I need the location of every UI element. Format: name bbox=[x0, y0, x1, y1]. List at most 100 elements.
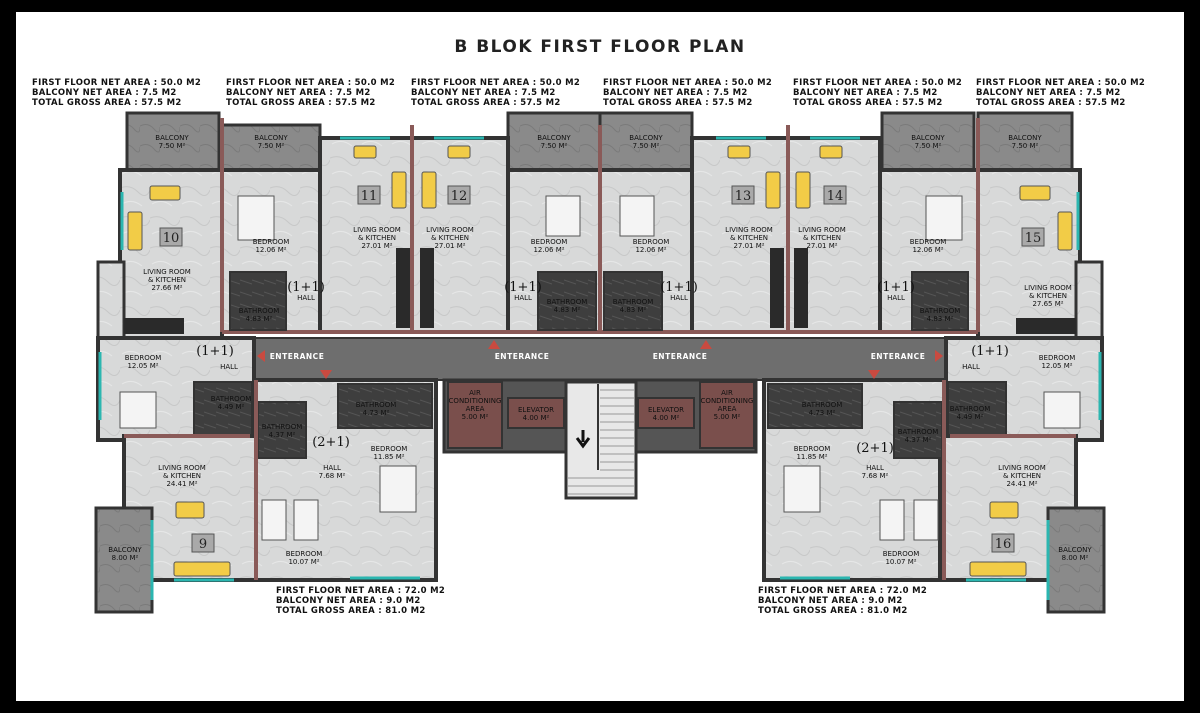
room-label: BALCONY bbox=[1008, 134, 1042, 142]
sofa bbox=[127, 211, 143, 251]
room-label: 11.85 M² bbox=[796, 453, 827, 461]
room-label: BALCONY bbox=[108, 546, 142, 554]
room-label: & KITCHEN bbox=[148, 276, 186, 284]
stair-shape bbox=[564, 380, 638, 500]
balcony-shape bbox=[125, 111, 221, 175]
unit-number: 11 bbox=[361, 189, 378, 204]
unit-type: (2+1) bbox=[312, 435, 350, 450]
area-info-line: FIRST FLOOR NET AREA : 72.0 M2 bbox=[758, 586, 927, 596]
bed bbox=[293, 499, 319, 541]
room-label: & KITCHEN bbox=[358, 234, 396, 242]
bed bbox=[879, 499, 905, 541]
room-label: 7.50 M² bbox=[541, 142, 568, 150]
unit-number: 10 bbox=[163, 231, 180, 246]
area-info-line: TOTAL GROSS AREA : 57.5 M2 bbox=[793, 98, 943, 108]
bed bbox=[1043, 391, 1081, 429]
bed bbox=[619, 195, 655, 237]
unit-number: 15 bbox=[1025, 231, 1042, 246]
room-label: AREA bbox=[466, 405, 485, 413]
room-label: 27.01 M² bbox=[361, 242, 392, 250]
room-label: BATHROOM bbox=[262, 423, 303, 431]
room-label: LIVING ROOM bbox=[1024, 284, 1072, 292]
area-info-line: FIRST FLOOR NET AREA : 50.0 M2 bbox=[976, 78, 1145, 88]
sofa bbox=[765, 171, 781, 209]
room-label: BEDROOM bbox=[125, 354, 162, 362]
room-label: 8.00 M² bbox=[1062, 554, 1089, 562]
unit-number-box bbox=[357, 185, 381, 205]
area-info-line: BALCONY NET AREA : 7.5 M2 bbox=[32, 88, 177, 98]
unit-shape bbox=[318, 136, 414, 334]
unit-number: 12 bbox=[451, 189, 468, 204]
unit-type: (1+1) bbox=[504, 280, 542, 295]
hall-label: HALL bbox=[514, 294, 532, 302]
unit-type: (1+1) bbox=[196, 344, 234, 359]
room-label: & KITCHEN bbox=[163, 472, 201, 480]
room-label: ELEVATOR bbox=[648, 406, 684, 414]
room-label: & KITCHEN bbox=[1029, 292, 1067, 300]
room-label: BEDROOM bbox=[794, 445, 831, 453]
bathroom-shape bbox=[603, 271, 663, 331]
area-info-line: TOTAL GROSS AREA : 57.5 M2 bbox=[976, 98, 1126, 108]
unit-number-box bbox=[1021, 227, 1045, 247]
room-label: 4.83 M² bbox=[620, 306, 647, 314]
unit-shape bbox=[96, 260, 126, 344]
room-label: BEDROOM bbox=[910, 238, 947, 246]
area-info-line: BALCONY NET AREA : 7.5 M2 bbox=[976, 88, 1121, 98]
room-label: 7.68 M² bbox=[319, 472, 346, 480]
room-label: 24.41 M² bbox=[1006, 480, 1037, 488]
entrance-arrow-icon bbox=[935, 350, 943, 362]
room-label: 4.00 M² bbox=[653, 414, 680, 422]
kitchen-counter bbox=[1016, 318, 1076, 334]
room-label: BATHROOM bbox=[613, 298, 654, 306]
sofa bbox=[175, 501, 205, 519]
bed bbox=[783, 465, 821, 513]
room-label: AIR bbox=[469, 389, 481, 397]
corridor-shape bbox=[251, 337, 949, 381]
entrance-arrow-icon bbox=[700, 340, 712, 349]
room-label: 4.83 M² bbox=[927, 315, 954, 323]
room-label: 27.66 M² bbox=[151, 284, 182, 292]
sofa bbox=[819, 145, 843, 159]
bed bbox=[379, 465, 417, 513]
sofa bbox=[727, 145, 751, 159]
sofa bbox=[391, 171, 407, 209]
hall-label: HALL bbox=[220, 363, 238, 371]
room-label: 12.06 M² bbox=[635, 246, 666, 254]
area-info-line: BALCONY NET AREA : 7.5 M2 bbox=[226, 88, 371, 98]
area-info-line: TOTAL GROSS AREA : 57.5 M2 bbox=[411, 98, 561, 108]
room-label: BALCONY bbox=[254, 134, 288, 142]
hall-label: HALL bbox=[962, 363, 980, 371]
unit-type: (1+1) bbox=[660, 280, 698, 295]
hall-label: HALL bbox=[297, 294, 315, 302]
room-label: 7.50 M² bbox=[1012, 142, 1039, 150]
room-label: 12.05 M² bbox=[127, 362, 158, 370]
area-info-line: FIRST FLOOR NET AREA : 50.0 M2 bbox=[411, 78, 580, 88]
room-label: 10.07 M² bbox=[288, 558, 319, 566]
elevator-shape bbox=[507, 397, 565, 429]
room-label: 4.37 M² bbox=[905, 436, 932, 444]
down-arrow-icon bbox=[575, 430, 591, 449]
kitchen-counter bbox=[770, 248, 784, 328]
unit-number-box bbox=[991, 533, 1015, 553]
room-label: 7.50 M² bbox=[633, 142, 660, 150]
bathroom-shape bbox=[911, 271, 969, 331]
sofa bbox=[1057, 211, 1073, 251]
ac-area-shape bbox=[699, 381, 755, 449]
room-label: LIVING ROOM bbox=[353, 226, 401, 234]
sofa bbox=[989, 501, 1019, 519]
area-info-line: BALCONY NET AREA : 7.5 M2 bbox=[603, 88, 748, 98]
room-label: BATHROOM bbox=[356, 401, 397, 409]
unit-shape bbox=[1074, 260, 1104, 344]
area-info-line: FIRST FLOOR NET AREA : 50.0 M2 bbox=[226, 78, 395, 88]
bathroom-shape bbox=[893, 401, 943, 459]
room-label: BEDROOM bbox=[531, 238, 568, 246]
room-label: 12.06 M² bbox=[533, 246, 564, 254]
sofa bbox=[795, 171, 811, 209]
entrance-arrow-icon bbox=[320, 370, 332, 379]
balcony-shape bbox=[220, 123, 322, 175]
sofa bbox=[353, 145, 377, 159]
room-label: 7.50 M² bbox=[159, 142, 186, 150]
room-label: BATHROOM bbox=[920, 307, 961, 315]
area-info-line: FIRST FLOOR NET AREA : 50.0 M2 bbox=[603, 78, 772, 88]
